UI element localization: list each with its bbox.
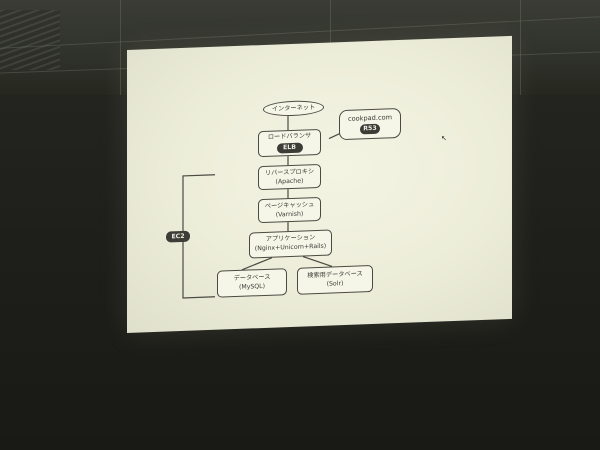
search-database-node: 検索用データベース (Solr) bbox=[297, 264, 373, 295]
load-balancer-node: ロードバランサ ELB bbox=[258, 128, 321, 158]
application-stack: (Nginx+Unicorn+Rails) bbox=[254, 242, 327, 252]
projection-screen: インターネット ロードバランサ ELB cookpad.com R53 リバース… bbox=[127, 35, 512, 333]
database-node: データベース (MySQL) bbox=[217, 268, 287, 298]
reverse-proxy-node: リバースプロキシ (Apache) bbox=[258, 163, 321, 191]
application-node: アプリケーション (Nginx+Unicorn+Rails) bbox=[249, 229, 332, 259]
internet-label: インターネット bbox=[271, 104, 316, 113]
load-balancer-label: ロードバランサ bbox=[267, 132, 312, 141]
page-cache-node: ページキャッシュ (Varnish) bbox=[258, 196, 321, 224]
connector-app-db bbox=[241, 257, 273, 271]
architecture-slide: インターネット ロードバランサ ELB cookpad.com R53 リバース… bbox=[127, 36, 512, 333]
ceiling-vent bbox=[0, 10, 60, 70]
domain-label: cookpad.com bbox=[347, 113, 393, 123]
ceiling-tile-line bbox=[120, 0, 121, 95]
database-software: (MySQL) bbox=[238, 282, 266, 291]
elb-badge: ELB bbox=[276, 142, 303, 154]
ceiling-tile-line bbox=[520, 0, 521, 95]
dns-callout: cookpad.com R53 bbox=[339, 107, 401, 141]
arrow-pointer-icon: ↖ bbox=[441, 134, 447, 143]
connector-app-search bbox=[302, 255, 333, 268]
ec2-badge: EC2 bbox=[166, 230, 190, 243]
route53-badge: R53 bbox=[360, 123, 380, 135]
